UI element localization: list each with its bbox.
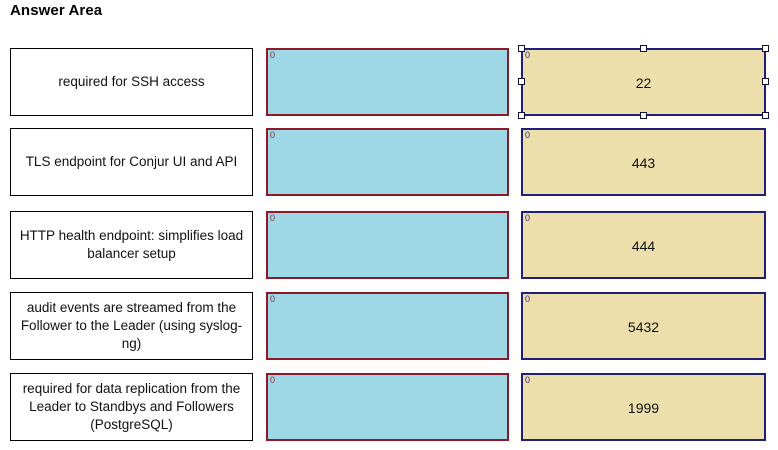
prompt-cell: HTTP health endpoint: simplifies load ba… [10, 211, 253, 279]
answer-token-value: 443 [631, 155, 656, 171]
anchor-marker: 0 [270, 130, 276, 140]
drop-target[interactable]: 0 [266, 128, 509, 196]
drop-target[interactable]: 0 [266, 211, 509, 279]
answer-token-value: 22 [635, 75, 652, 91]
answer-token-value: 1999 [627, 400, 660, 416]
prompt-cell: required for SSH access [10, 48, 253, 116]
answer-token[interactable]: 0 22 [518, 45, 769, 119]
prompt-text: TLS endpoint for Conjur UI and API [25, 154, 238, 169]
answer-token[interactable]: 0 443 [521, 128, 766, 196]
answer-row: TLS endpoint for Conjur UI and API 0 0 4… [0, 128, 778, 196]
anchor-marker: 0 [270, 213, 276, 223]
resize-handle-bottom-left[interactable] [518, 112, 525, 119]
answer-row: audit events are streamed from the Follo… [0, 292, 778, 360]
anchor-marker: 0 [525, 375, 531, 385]
resize-handle-top-center[interactable] [639, 45, 647, 52]
drop-target[interactable]: 0 [266, 373, 509, 441]
page-title: Answer Area [10, 2, 103, 19]
prompt-cell: audit events are streamed from the Follo… [10, 292, 253, 360]
answer-token[interactable]: 0 444 [521, 211, 766, 279]
resize-handle-bottom-center[interactable] [639, 112, 647, 119]
anchor-marker: 0 [525, 50, 531, 60]
answer-token[interactable]: 0 1999 [521, 373, 766, 441]
resize-handle-top-left[interactable] [518, 45, 525, 52]
anchor-marker: 0 [270, 50, 276, 60]
resize-handle-bottom-right[interactable] [762, 112, 769, 119]
answer-token[interactable]: 0 5432 [521, 292, 766, 360]
anchor-marker: 0 [525, 130, 531, 140]
drop-target[interactable]: 0 [266, 48, 509, 116]
prompt-text: required for SSH access [58, 74, 205, 89]
anchor-marker: 0 [270, 375, 276, 385]
anchor-marker: 0 [525, 294, 531, 304]
anchor-marker: 0 [270, 294, 276, 304]
prompt-cell: required for data replication from the L… [10, 373, 253, 441]
answer-row: required for SSH access 0 0 22 [0, 45, 778, 119]
prompt-cell: TLS endpoint for Conjur UI and API [10, 128, 253, 196]
answer-token-value: 444 [631, 238, 656, 254]
anchor-marker: 0 [525, 213, 531, 223]
answer-token-value: 5432 [627, 319, 660, 335]
resize-handle-top-right[interactable] [762, 45, 769, 52]
resize-handle-middle-left[interactable] [518, 78, 525, 85]
answer-row: HTTP health endpoint: simplifies load ba… [0, 211, 778, 279]
prompt-text: audit events are streamed from the Follo… [20, 300, 243, 351]
resize-handle-middle-right[interactable] [762, 78, 769, 85]
prompt-text: required for data replication from the L… [22, 381, 241, 432]
answer-row: required for data replication from the L… [0, 373, 778, 441]
drop-target[interactable]: 0 [266, 292, 509, 360]
prompt-text: HTTP health endpoint: simplifies load ba… [19, 228, 244, 261]
